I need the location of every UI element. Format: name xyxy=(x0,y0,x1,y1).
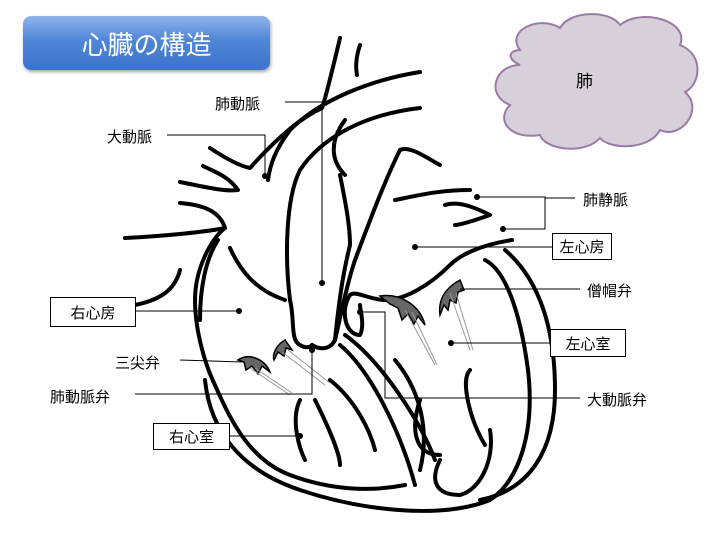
label-pulmonary-vein: 肺静脈 xyxy=(583,191,629,209)
label-aorta: 大動脈 xyxy=(107,128,153,146)
tricuspid-valve xyxy=(236,356,272,376)
label-right-atrium: 右心房 xyxy=(50,297,136,327)
page-title: 心臓の構造 xyxy=(23,16,270,70)
chordae xyxy=(249,292,474,396)
lung-label: 肺 xyxy=(576,72,593,92)
label-mitral-valve: 僧帽弁 xyxy=(587,282,633,300)
pulmonary-valve-cusp xyxy=(272,339,294,362)
label-pulmonary-artery: 肺動脈 xyxy=(215,95,261,113)
label-left-atrium: 左心房 xyxy=(552,233,612,260)
label-dots xyxy=(236,173,506,439)
lung-cloud xyxy=(494,13,699,150)
heart-outline xyxy=(123,36,557,513)
label-aortic-valve: 大動脈弁 xyxy=(587,391,648,409)
leader-lines xyxy=(134,101,580,437)
label-left-ventricle: 左心室 xyxy=(550,329,626,357)
label-tricuspid-valve: 三尖弁 xyxy=(115,354,161,372)
label-right-ventricle: 右心室 xyxy=(153,423,230,450)
aortic-mitral-valve xyxy=(378,294,426,326)
label-pulmonary-valve: 肺動脈弁 xyxy=(50,388,111,406)
